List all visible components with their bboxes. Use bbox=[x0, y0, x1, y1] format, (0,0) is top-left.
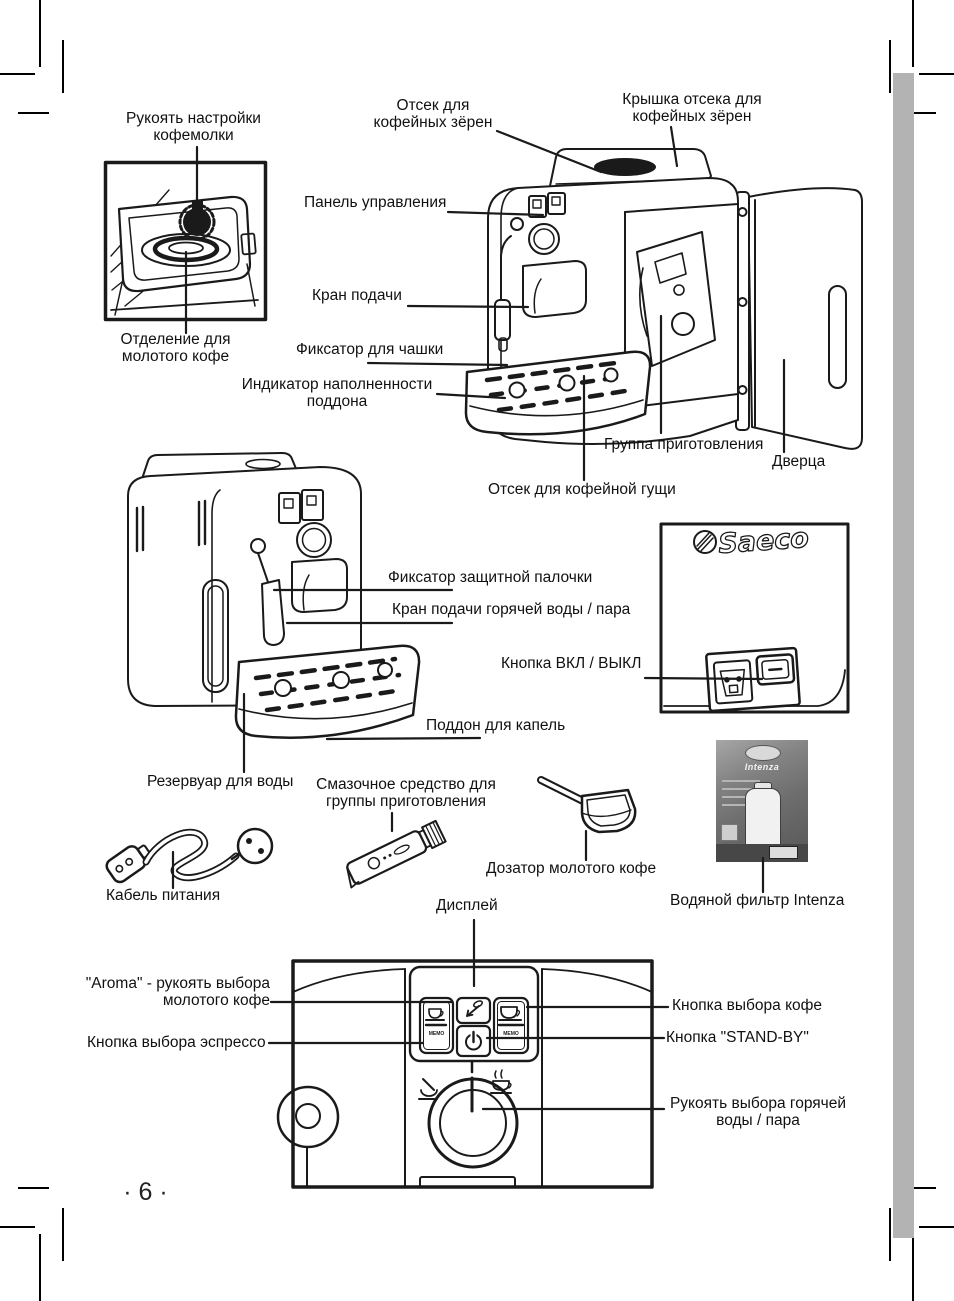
label-brew-group-grease: Смазочное средство для группы приготовле… bbox=[316, 776, 496, 811]
crop-mark bbox=[889, 40, 891, 93]
crop-mark bbox=[919, 73, 954, 75]
memo-label: MEMO bbox=[429, 1031, 445, 1037]
label-power-cable: Кабель питания bbox=[106, 887, 221, 904]
label-grinder-adjustment-knob: Рукоять настройки кофемолки bbox=[126, 110, 261, 145]
photo-text-line bbox=[722, 796, 756, 798]
hot-water-cup-icon bbox=[490, 1069, 512, 1094]
page-number: · 6 · bbox=[123, 1178, 168, 1206]
page-edge-gray-bar bbox=[893, 73, 914, 1238]
crop-mark bbox=[62, 40, 64, 93]
photo-icon-square bbox=[721, 824, 738, 841]
label-protection-wand-lock: Фиксатор защитной палочки bbox=[388, 569, 593, 586]
crop-mark bbox=[62, 1208, 64, 1261]
standby-button-drawing bbox=[455, 1024, 492, 1058]
brita-logo-oval bbox=[745, 745, 781, 761]
label-on-off-button: Кнопка ВКЛ / ВЫКЛ bbox=[501, 655, 642, 672]
photo-bottom-tag bbox=[769, 846, 798, 859]
coffee-doser-drawing bbox=[537, 776, 637, 834]
label-standby-button: Кнопка "STAND-BY" bbox=[666, 1029, 809, 1046]
crop-mark bbox=[889, 1208, 891, 1261]
label-water-tank: Резервуар для воды bbox=[147, 773, 294, 790]
photo-text-line bbox=[722, 804, 750, 806]
label-intenza-water-filter: Водяной фильтр Intenza bbox=[670, 892, 845, 909]
label-dispensing-spout: Кран подачи bbox=[312, 287, 402, 304]
espresso-button-drawing: MEMO bbox=[418, 996, 455, 1055]
grease-tube-drawing bbox=[346, 819, 447, 889]
label-hot-water-steam-spout: Кран подачи горячей воды / пара bbox=[392, 601, 631, 618]
power-cable-drawing bbox=[105, 827, 274, 884]
crop-mark bbox=[905, 112, 936, 114]
control-panel-drawing: MEMO MEMO bbox=[276, 959, 654, 1189]
crop-mark bbox=[0, 73, 35, 75]
crop-mark bbox=[39, 1234, 41, 1301]
label-ground-coffee-doser: Дозатор молотого кофе bbox=[486, 860, 657, 877]
label-drip-tray-full-indicator: Индикатор наполненности поддона bbox=[241, 376, 433, 411]
label-brew-group: Группа приготовления bbox=[604, 436, 764, 453]
photo-text-line bbox=[722, 780, 760, 782]
crop-mark bbox=[905, 1187, 936, 1189]
machine-front-drawing bbox=[127, 452, 421, 739]
saeco-logo: Saeco bbox=[717, 523, 809, 560]
label-display: Дисплей bbox=[436, 897, 498, 914]
memo-label: MEMO bbox=[503, 1031, 519, 1037]
intenza-product-label: Intenza bbox=[744, 762, 780, 772]
label-ground-coffee-compartment: Отделение для молотого кофе bbox=[120, 331, 231, 366]
label-aroma-knob: "Aroma" - рукоять выбора молотого кофе bbox=[85, 975, 270, 1010]
intenza-filter-photo: Intenza bbox=[716, 740, 808, 862]
label-coffee-bean-hopper-lid: Крышка отсека для кофейных зёрен bbox=[622, 91, 762, 126]
crop-mark bbox=[912, 1234, 914, 1301]
crop-mark bbox=[18, 112, 49, 114]
label-drip-tray: Поддон для капель bbox=[426, 717, 566, 734]
label-coffee-button: Кнопка выбора кофе bbox=[672, 997, 823, 1014]
label-control-panel: Панель управления bbox=[304, 194, 447, 211]
crop-mark bbox=[18, 1187, 49, 1189]
label-coffee-grounds-drawer: Отсек для кофейной гущи bbox=[488, 481, 676, 498]
label-service-door: Дверца bbox=[772, 453, 826, 470]
label-espresso-button: Кнопка выбора эспрессо bbox=[87, 1034, 266, 1051]
crop-mark bbox=[39, 0, 41, 67]
crop-mark bbox=[0, 1226, 35, 1228]
froth-icon bbox=[418, 1078, 438, 1100]
hot-water-knob-drawing bbox=[427, 1059, 519, 1169]
label-coffee-bean-hopper: Отсек для кофейных зёрен bbox=[373, 97, 493, 132]
label-hot-water-steam-knob: Рукоять выбора горячей воды / пара bbox=[669, 1095, 847, 1130]
coffee-button-drawing: MEMO bbox=[492, 996, 530, 1055]
grinder-inset-drawing bbox=[103, 160, 268, 322]
back-panel-drawing: Saeco bbox=[659, 522, 850, 714]
crop-mark bbox=[919, 1226, 954, 1228]
label-cup-holder: Фиксатор для чашки bbox=[296, 341, 444, 358]
machine-open-door-drawing bbox=[464, 148, 863, 450]
filter-cartridge bbox=[745, 788, 781, 848]
crop-mark bbox=[912, 0, 914, 67]
photo-text-line bbox=[722, 788, 752, 790]
aroma-button-drawing bbox=[455, 996, 492, 1025]
